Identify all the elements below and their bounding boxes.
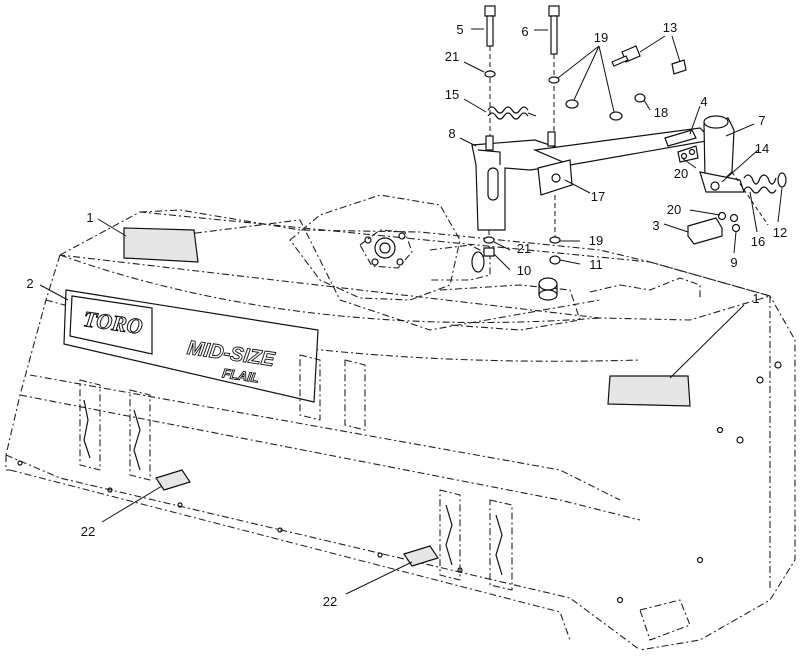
block-3: [687, 217, 723, 245]
washer-21-lower: [483, 236, 495, 244]
gearbox-assembly: [179, 194, 601, 331]
callout-8: 8: [448, 126, 455, 141]
callout-19-lower: 19: [589, 233, 603, 248]
decal-1-right: [607, 375, 691, 407]
leader-lines: [39, 28, 783, 595]
callout-1-left: 1: [86, 210, 93, 225]
washer-19-lower: [549, 236, 561, 244]
washer-19-top: [548, 76, 560, 84]
decal-1-left: [123, 227, 199, 263]
callout-4: 4: [700, 94, 707, 109]
callout-1-right: 1: [752, 291, 759, 306]
callout-18: 18: [654, 105, 668, 120]
callout-2: 2: [26, 276, 33, 291]
callout-16: 16: [751, 234, 765, 249]
nut-9-a: [729, 213, 739, 223]
washer-21-top: [484, 70, 496, 78]
washer-19-right: [609, 111, 623, 121]
callout-20-lower: 20: [667, 202, 681, 217]
callout-5: 5: [456, 22, 463, 37]
callout-20-upper: 20: [674, 166, 688, 181]
nut-10: [483, 247, 495, 257]
nut-18: [634, 93, 646, 103]
callout-10: 10: [517, 263, 531, 278]
callout-6: 6: [521, 24, 528, 39]
flail-housing: [5, 209, 796, 651]
toro-decal-2: TORO MID-SIZE FLAIL: [63, 289, 319, 403]
callout-22-left: 22: [81, 524, 95, 539]
callout-3: 3: [652, 218, 659, 233]
callout-12: 12: [773, 225, 787, 240]
callout-9: 9: [730, 255, 737, 270]
decal-22-bottom: [403, 545, 439, 567]
washer-19-mid: [565, 99, 579, 109]
bolt-6: [548, 5, 560, 132]
bolt-5: [484, 5, 496, 136]
bolt-13: [611, 45, 687, 75]
callout-7: 7: [758, 113, 765, 128]
cap-12: [777, 172, 787, 188]
callout-11: 11: [589, 257, 603, 272]
callout-14: 14: [755, 141, 769, 156]
callout-21-top: 21: [445, 49, 459, 64]
flail-knives: [79, 354, 513, 591]
callout-15: 15: [445, 87, 459, 102]
decal-flail-text: FLAIL: [221, 366, 260, 386]
callout-19-top: 19: [594, 30, 608, 45]
callout-21-lower: 21: [517, 241, 531, 256]
spring-16: [743, 174, 777, 194]
callout-labels: 5 6 19 13 21 15 18 4 7 8 14 20 17 1 21 1…: [26, 20, 787, 609]
callout-17: 17: [591, 189, 605, 204]
callout-22-bottom: 22: [323, 594, 337, 609]
spring-15: [487, 106, 537, 120]
washer-20-lower: [717, 211, 727, 221]
nut-11: [549, 255, 561, 265]
nut-9-b: [731, 223, 741, 233]
callout-13: 13: [663, 20, 677, 35]
